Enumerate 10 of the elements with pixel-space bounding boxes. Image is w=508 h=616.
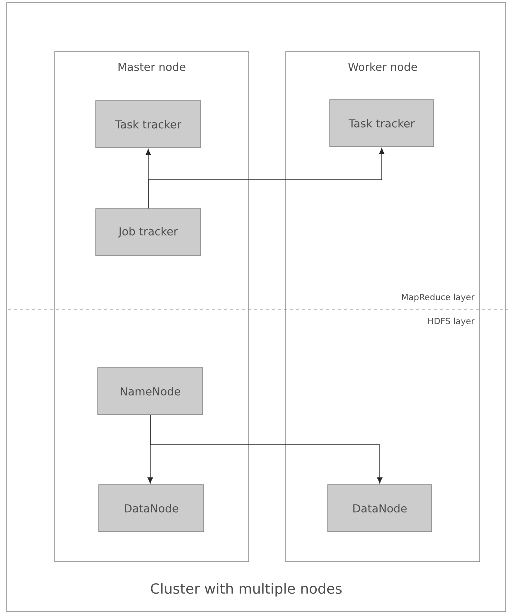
process-box: Task tracker (96, 100, 202, 148)
arrow (150, 415, 383, 484)
layer-label: HDFS layer (428, 318, 475, 326)
process-box: Job tracker (96, 208, 202, 256)
process-box: DataNode (328, 484, 432, 532)
layer-label: MapReduce layer (402, 294, 475, 302)
process-box: DataNode (98, 484, 204, 532)
process-box: Task tracker (330, 100, 434, 148)
arrow (148, 148, 385, 209)
process-box: NameNode (98, 368, 204, 416)
